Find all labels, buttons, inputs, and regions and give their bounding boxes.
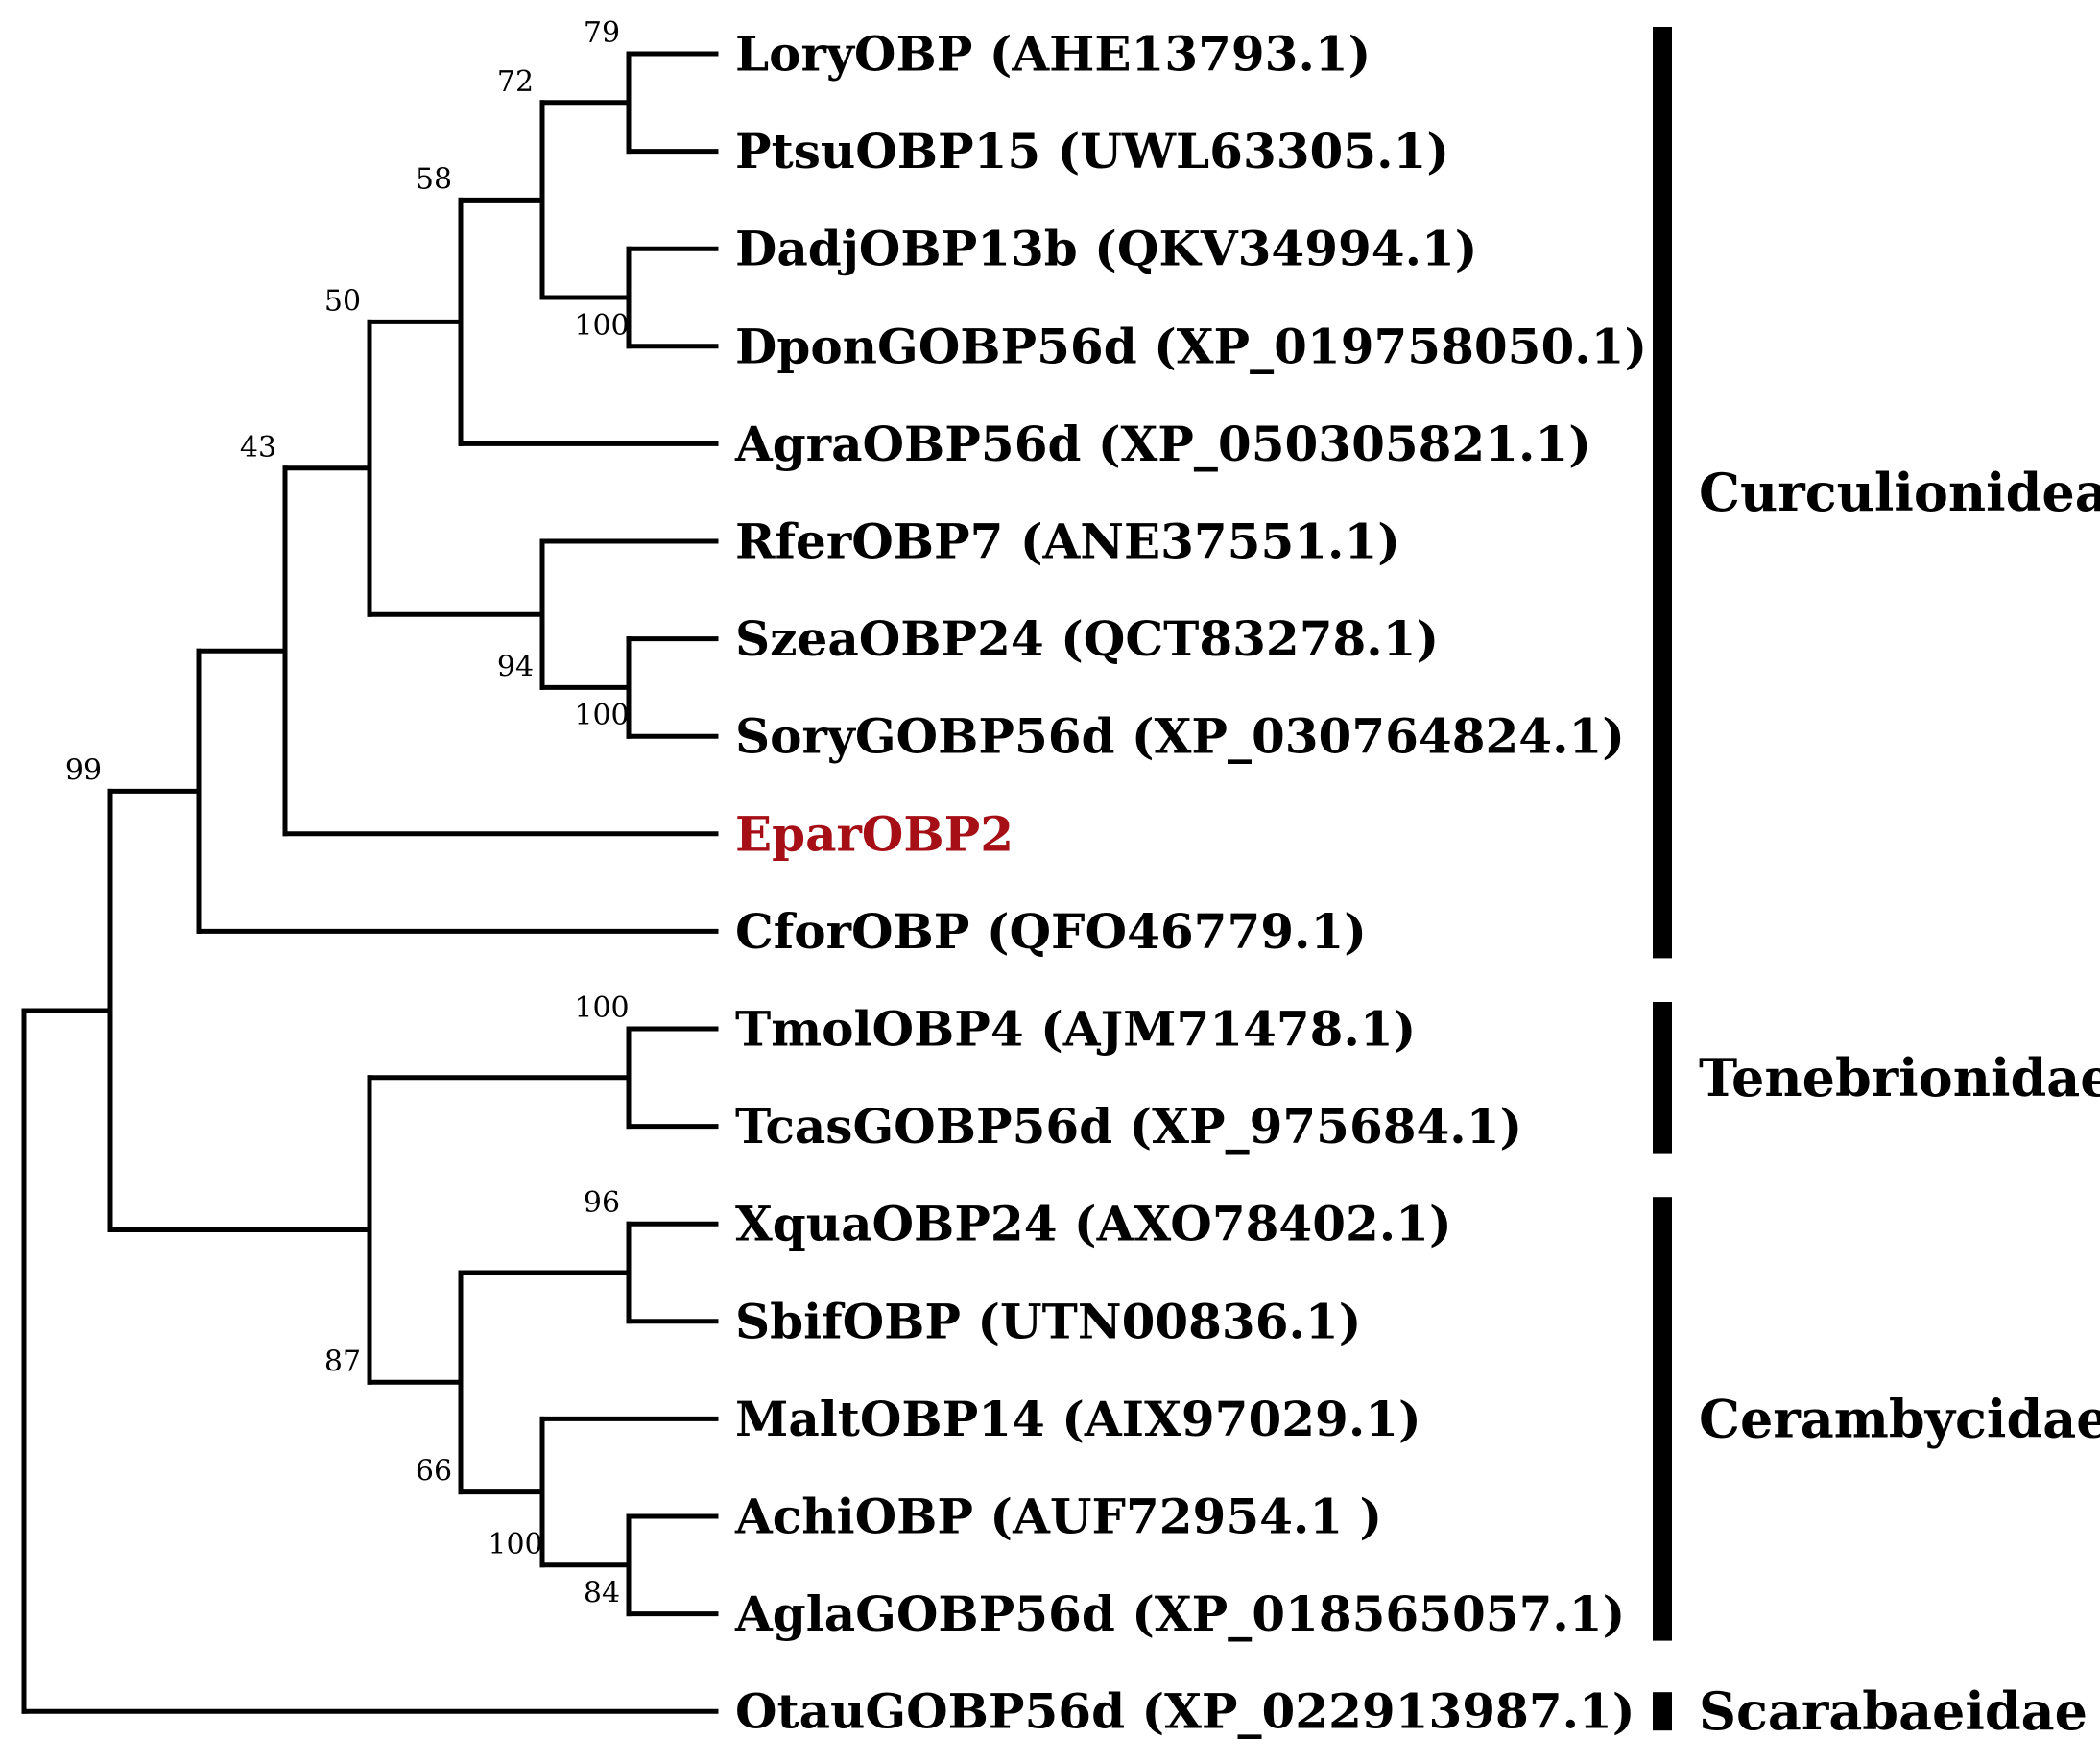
- taxon-label: SzeaOBP24 (QCT83278.1): [735, 610, 1439, 667]
- clade-label: Scarabaeidae: [1699, 1680, 2088, 1742]
- taxon-label: DadjOBP13b (QKV34994.1): [735, 221, 1477, 277]
- clade-label: Tenebrionidae: [1699, 1047, 2100, 1108]
- bootstrap-value: 100: [488, 1528, 542, 1561]
- bootstrap-value: 79: [584, 16, 620, 50]
- taxon-label: LoryOBP (AHE13793.1): [735, 26, 1371, 83]
- clade-bar: [1653, 1002, 1672, 1154]
- bootstrap-value: 84: [584, 1577, 620, 1610]
- clade-bar: [1653, 27, 1672, 959]
- bootstrap-value: 94: [497, 650, 534, 683]
- taxon-label: AgraOBP56d (XP_050305821.1): [734, 416, 1591, 472]
- clade-bar: [1653, 1197, 1672, 1641]
- taxon-label: PtsuOBP15 (UWL63305.1): [735, 123, 1449, 179]
- clade-bar: [1653, 1692, 1672, 1731]
- taxon-label: TmolOBP4 (AJM71478.1): [735, 1001, 1416, 1058]
- highlighted-taxon-label: EparOBP2: [735, 805, 1014, 862]
- bootstrap-value: 100: [574, 309, 629, 343]
- taxon-label: MaltOBP14 (AIX97029.1): [735, 1391, 1421, 1447]
- taxon-label: CforOBP (QFO46779.1): [735, 903, 1367, 960]
- bootstrap-value: 72: [497, 65, 534, 99]
- taxon-label: RferOBP7 (ANE37551.1): [735, 513, 1400, 570]
- bootstrap-value: 96: [584, 1186, 620, 1220]
- taxon-label: XquaOBP24 (AXO78402.1): [735, 1196, 1452, 1252]
- taxon-label: OtauGOBP56d (XP_022913987.1): [735, 1683, 1635, 1740]
- bootstrap-value: 100: [574, 991, 629, 1025]
- taxon-label: AglaGOBP56d (XP_018565057.1): [734, 1585, 1625, 1642]
- taxon-label: SoryGOBP56d (XP_030764824.1): [735, 708, 1625, 765]
- bootstrap-value: 87: [324, 1345, 361, 1378]
- bootstrap-value: 99: [65, 753, 102, 787]
- taxon-label: AchiOBP (AUF72954.1 ): [734, 1489, 1382, 1545]
- clade-annotations: CurculionideaTenebrionidaeCerambycidaeSc…: [1653, 27, 2100, 1742]
- taxon-label: TcasGOBP56d (XP_975684.1): [735, 1098, 1522, 1155]
- bootstrap-value: 58: [416, 162, 452, 196]
- bootstrap-value: 100: [574, 699, 629, 732]
- bootstrap-value: 66: [416, 1455, 452, 1489]
- tree-branches: [21, 51, 719, 1714]
- bootstrap-values: 79 100 72 58 100 94 50 43 100 96 84 100 66 87 99: [65, 16, 630, 1610]
- taxon-labels: LoryOBP (AHE13793.1) PtsuOBP15 (UWL63305.…: [734, 26, 1647, 1740]
- bootstrap-value: 50: [324, 284, 361, 318]
- bootstrap-value: 43: [240, 431, 276, 465]
- taxon-label: SbifOBP (UTN00836.1): [735, 1293, 1361, 1349]
- clade-label: Cerambycidae: [1699, 1388, 2100, 1449]
- clade-label: Curculionidea: [1699, 462, 2100, 523]
- taxon-label: DponGOBP56d (XP_019758050.1): [735, 318, 1647, 374]
